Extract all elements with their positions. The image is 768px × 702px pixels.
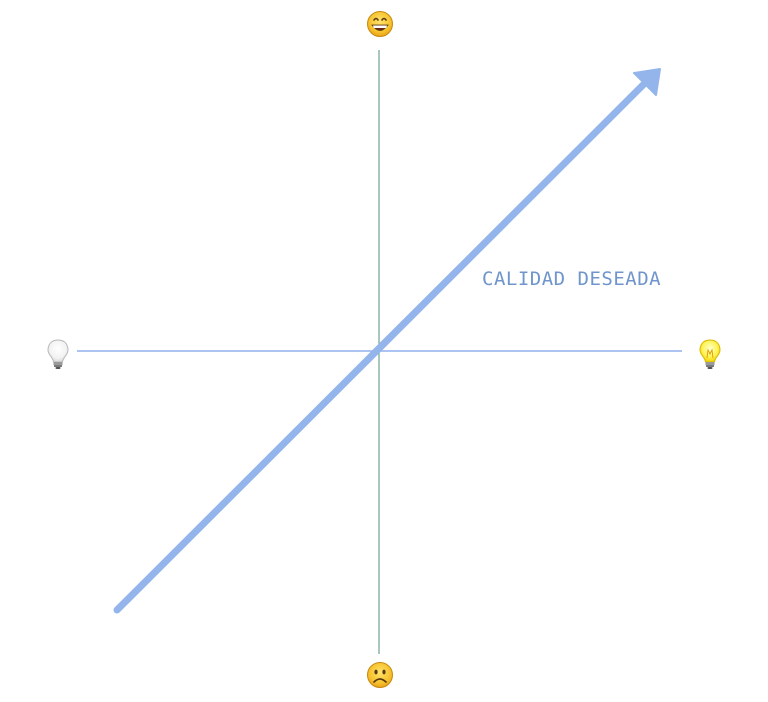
light-bulb-off-icon (47, 339, 69, 369)
quality-arrow-head (633, 68, 661, 96)
grinning-face-icon (367, 11, 393, 37)
light-bulb-on-icon (699, 339, 721, 369)
quality-arrow-shaft (113, 80, 648, 614)
frowning-face-icon (367, 662, 393, 688)
desired-quality-label: CALIDAD DESEADA (482, 268, 661, 290)
